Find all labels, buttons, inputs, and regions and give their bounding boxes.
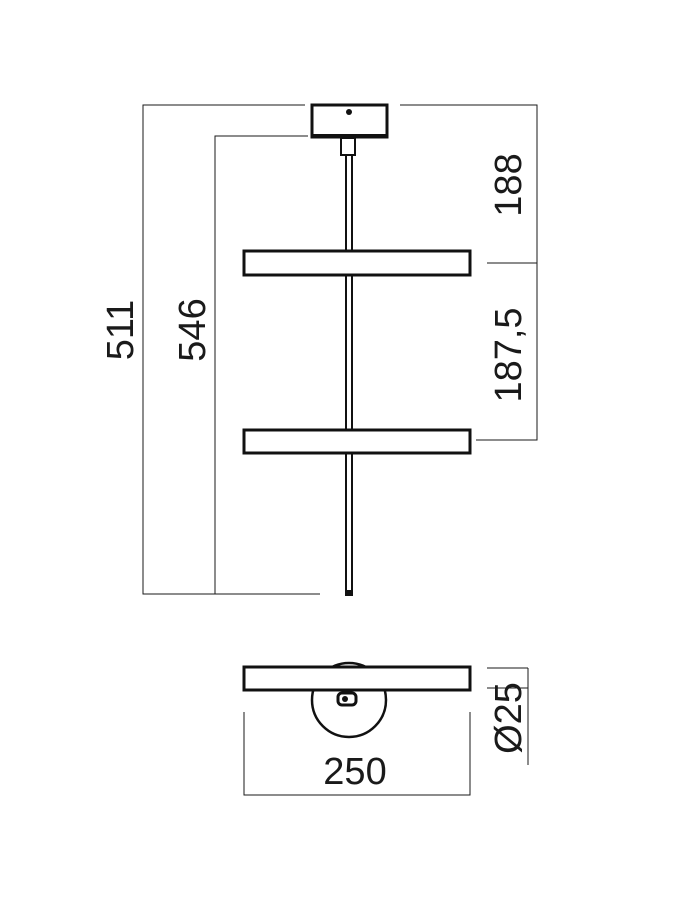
- connector: [340, 137, 356, 156]
- dimension-diameter-25: Ø25: [487, 667, 530, 765]
- side-view: [242, 103, 472, 596]
- dimension-187-5: 187,5: [488, 307, 530, 402]
- dimension-511: 511: [100, 104, 320, 595]
- rod-end-cap: [345, 590, 353, 595]
- dimension-label-187-5: 187,5: [488, 307, 530, 402]
- dimension-188: 188: [400, 104, 538, 441]
- dimension-label-511: 511: [100, 300, 142, 361]
- top-view: [242, 661, 472, 739]
- dimension-label-250: 250: [323, 751, 386, 793]
- light-panel-lower: [242, 428, 472, 455]
- dimension-label-diameter: Ø25: [488, 682, 530, 754]
- dimension-label-546: 546: [172, 298, 214, 361]
- dimension-label-188: 188: [488, 153, 530, 216]
- dimension-546: 546: [172, 135, 308, 594]
- light-panel-upper: [242, 249, 472, 277]
- dimension-250: 250: [243, 712, 471, 796]
- light-panel-top: [242, 665, 472, 692]
- rod: [345, 154, 353, 596]
- canopy-screw: [346, 109, 352, 115]
